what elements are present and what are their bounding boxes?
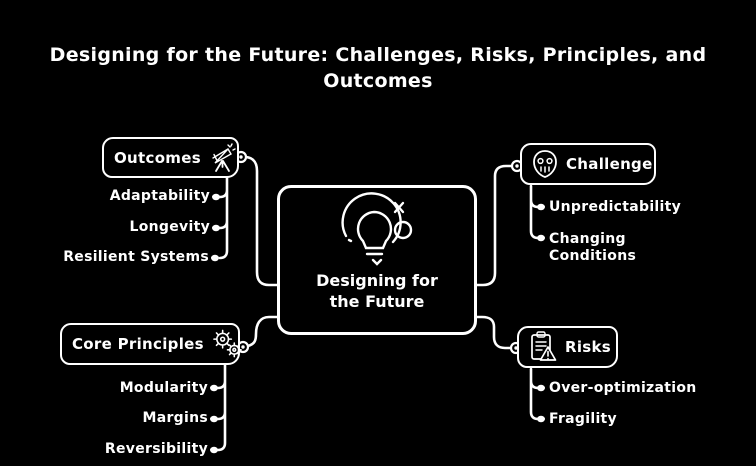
wire-challenge-children [529, 184, 540, 240]
node-core-principles[interactable]: Core Principles [60, 323, 242, 365]
wire-risks-children [529, 367, 540, 421]
child-over-optimization[interactable]: Over-optimization [549, 380, 697, 396]
wire-central-risks [475, 315, 512, 350]
child-margins[interactable]: Margins [142, 410, 208, 426]
child-reversibility[interactable]: Reversibility [104, 441, 208, 457]
child-modularity[interactable]: Modularity [119, 380, 208, 396]
wire-outcomes-central [244, 155, 279, 287]
core-principles-label: Core Principles [72, 335, 204, 353]
child-fragility[interactable]: Fragility [549, 411, 617, 427]
lightbulb-idea-icon [341, 192, 413, 266]
child-changing-conditions[interactable]: Changing Conditions [549, 231, 637, 264]
gears-icon [213, 329, 242, 358]
outcomes-label: Outcomes [114, 148, 201, 167]
mask-icon [533, 150, 557, 178]
child-adaptability[interactable]: Adaptability [109, 188, 210, 204]
child-resilient-systems[interactable]: Resilient Systems [63, 249, 209, 265]
risks-label: Risks [565, 338, 612, 356]
node-outcomes[interactable]: Outcomes [102, 137, 239, 178]
node-challenge[interactable]: Challenge [520, 143, 656, 185]
page-title: Designing for the Future: Challenges, Ri… [49, 44, 707, 92]
clipboard-warning-icon [531, 331, 557, 361]
wire-coreprinciples-children [216, 363, 227, 452]
telescope-icon [212, 142, 236, 172]
child-unpredictability[interactable]: Unpredictability [549, 199, 682, 215]
wire-central-challenge [475, 164, 513, 287]
central-label: Designing for the Future [316, 271, 438, 311]
node-central[interactable]: Designing for the Future [277, 185, 477, 335]
wire-coreprinciples-central [246, 315, 279, 348]
node-risks[interactable]: Risks [517, 326, 618, 368]
challenge-label: Challenge [566, 155, 653, 173]
child-bullet-dots [210, 193, 545, 454]
child-longevity[interactable]: Longevity [129, 219, 210, 235]
wire-outcomes-children [218, 175, 229, 260]
